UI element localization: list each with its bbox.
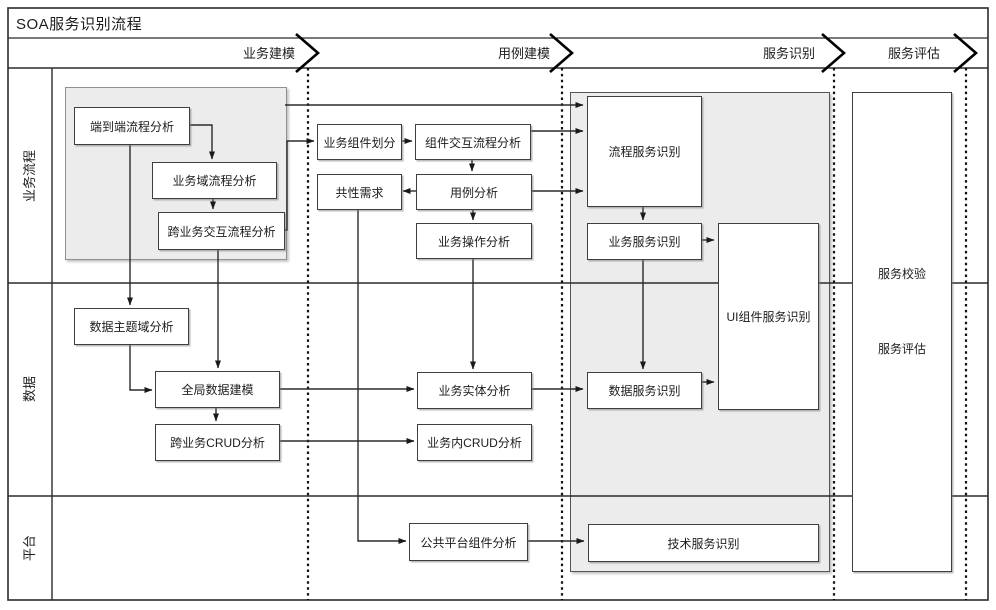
node-public-platform-component-analysis: 公共平台组件分析 [409, 523, 528, 561]
node-process-service-identification: 流程服务识别 [587, 96, 702, 207]
node-business-service-identification: 业务服务识别 [587, 223, 702, 260]
node-business-domain-process-analysis: 业务域流程分析 [152, 162, 277, 199]
arrow-crossprocess-to-componentdivision [283, 138, 315, 231]
node-business-entity-analysis: 业务实体分析 [417, 372, 532, 409]
node-data-service-identification: 数据服务识别 [587, 372, 702, 409]
phase-service-identification: 服务识别 [762, 46, 815, 61]
node-data-subject-domain-analysis: 数据主题域分析 [74, 308, 189, 345]
chevron-icon [295, 33, 320, 73]
node-ui-component-service-identification: UI组件服务识别 [718, 223, 819, 410]
node-service-verification-evaluation: 服务校验 服务评估 [852, 92, 952, 572]
node-use-case-analysis: 用例分析 [416, 174, 532, 210]
service-evaluation-label: 服务评估 [877, 342, 926, 356]
lane-business-process: 业务流程 [22, 150, 37, 203]
arrow-commonreq-to-platformcomponent [357, 208, 407, 544]
node-common-requirements: 共性需求 [317, 174, 402, 210]
node-component-interaction-process-analysis: 组件交互流程分析 [415, 124, 531, 160]
node-cross-business-crud-analysis: 跨业务CRUD分析 [155, 424, 280, 461]
node-business-operation-analysis: 业务操作分析 [416, 223, 532, 259]
node-business-component-division: 业务组件划分 [317, 124, 402, 160]
phase-use-case-modeling: 用例建模 [497, 46, 550, 61]
chevron-icon [953, 33, 978, 73]
arrow-datasubject-to-globaldata [129, 343, 153, 393]
node-end-to-end-process-analysis: 端到端流程分析 [74, 107, 190, 145]
lane-platform: 平台 [22, 535, 37, 562]
lane-data: 数据 [22, 376, 37, 403]
node-technical-service-identification: 技术服务识别 [588, 524, 819, 562]
diagram-title: SOA服务识别流程 [16, 16, 143, 33]
node-intra-business-crud-analysis: 业务内CRUD分析 [417, 424, 532, 461]
node-cross-business-interaction-process-analysis: 跨业务交互流程分析 [158, 212, 285, 250]
service-verification-label: 服务校验 [877, 267, 926, 281]
node-global-data-modeling: 全局数据建模 [155, 371, 280, 408]
phase-service-evaluation: 服务评估 [887, 46, 940, 61]
chevron-icon [549, 33, 574, 73]
phase-business-modeling: 业务建模 [242, 46, 295, 61]
